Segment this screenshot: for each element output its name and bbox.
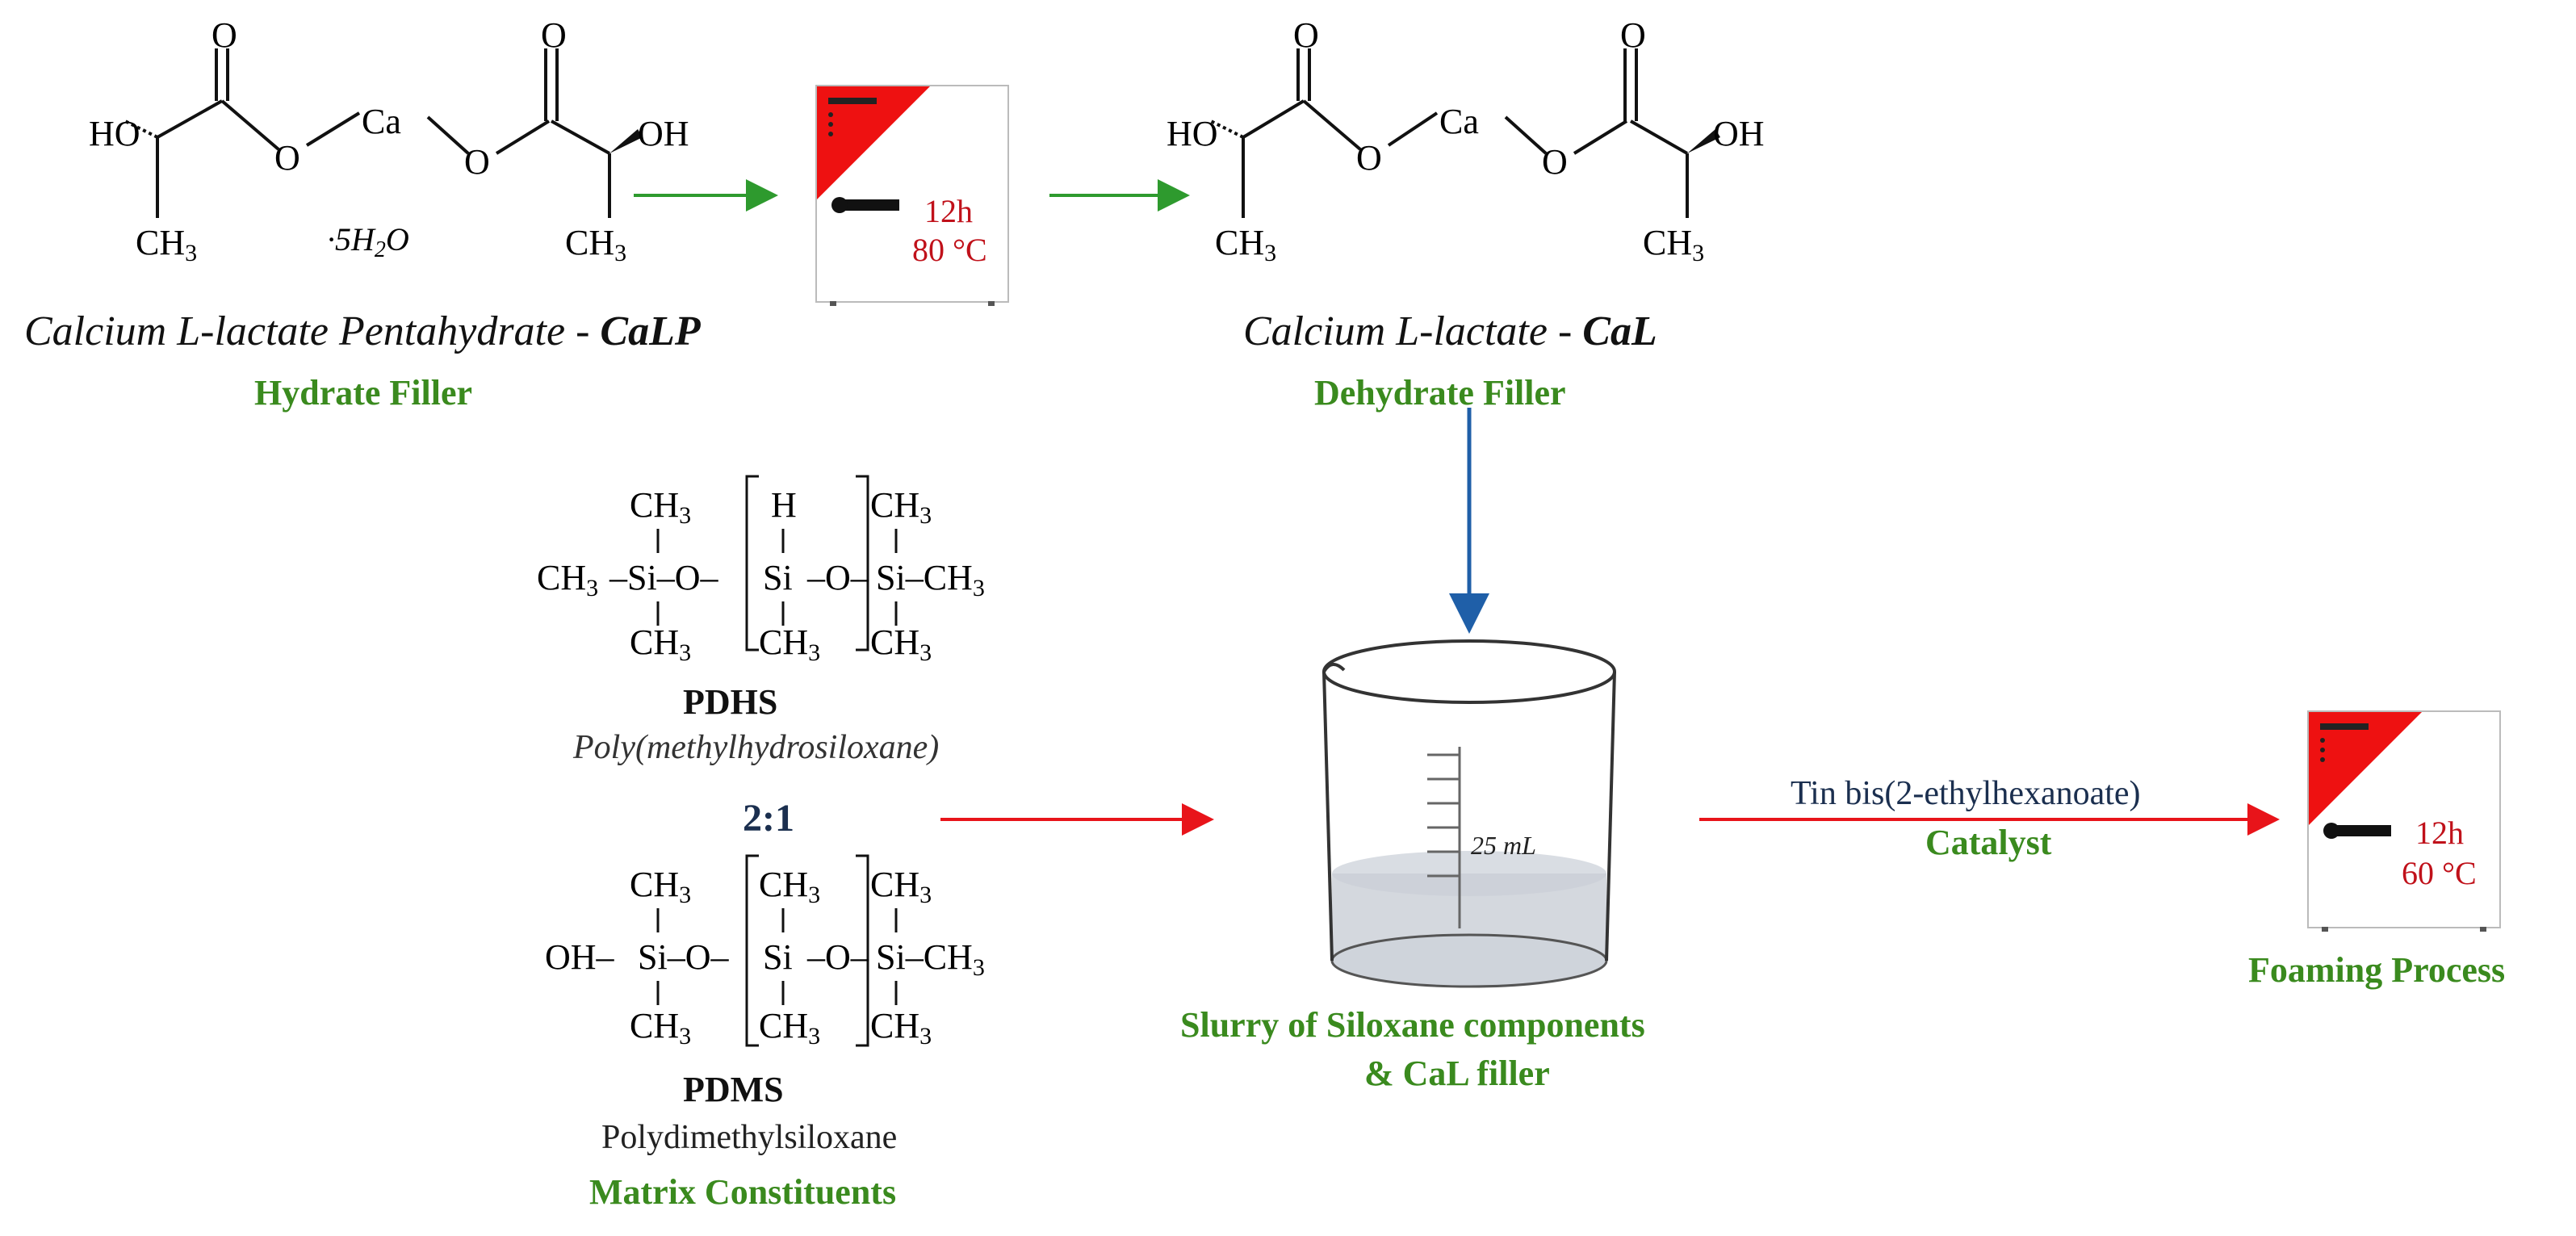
pdhs-mid-o-right: –O– [806,558,869,597]
oven-second-temp: 60 °C [2402,855,2477,891]
pdhs-mid-si: Si [763,558,793,597]
cal-ch3-right: CH3 [1643,223,1704,266]
dehydrate-filler-label: Dehydrate Filler [1314,373,1566,413]
calp-o-bridge-right: O [464,142,490,182]
pdms-bot-ch3-mid: CH3 [759,1006,820,1050]
pdms-top-ch3-mid: CH3 [759,865,820,908]
pdhs-top-h: H [771,485,797,525]
pdhs-bot-ch3-left: CH3 [630,622,691,666]
cal-name: Calcium L-lactate - CaL [1243,308,1657,354]
pdms-mid-o-right: –O– [806,937,869,977]
slurry-label-line1: Slurry of Siloxane components [1180,1005,1645,1045]
oven-first-time: 12h [924,193,973,229]
pdms-mid-si-ch3: Si–CH3 [876,937,985,981]
hydrate-filler-label: Hydrate Filler [254,373,473,413]
pdms-bot-ch3-left: CH3 [630,1006,691,1050]
catalyst-name: Tin bis(2-ethylhexanoate) [1791,775,2141,812]
cal-ch3-left: CH3 [1215,223,1276,266]
pdhs-mid-si-ch3: Si–CH3 [876,558,985,601]
pdms-bot-ch3-right: CH3 [870,1006,932,1050]
matrix-constituents-label: Matrix Constituents [589,1172,897,1212]
pdhs-bot-ch3-right: CH3 [870,622,932,666]
cal-ho: HO [1167,114,1218,153]
calp-oh: OH [638,114,689,153]
pdms-full-name: Polydimethylsiloxane [601,1119,898,1156]
catalyst-label: Catalyst [1925,823,2052,862]
pdms-mid-si: Si [763,937,793,977]
pdhs-top-ch3-right: CH3 [870,485,932,529]
calp-o-top-right: O [541,15,567,55]
calp-ca: Ca [362,102,401,141]
pdhs-mid-ch3: CH3 [537,558,598,601]
oven-icon-second [2307,710,2501,932]
pdhs-full-name: Poly(methylhydrosiloxane) [573,729,940,766]
cal-o-top-left: O [1293,15,1319,55]
cal-o-top-right: O [1620,15,1646,55]
oven-icon-first [815,85,1009,306]
calp-ch3-left: CH3 [136,223,197,266]
beaker-icon [1322,639,1616,988]
pdhs-label: PDHS [683,682,778,722]
oven-second-time: 12h [2415,815,2464,851]
cal-o-bridge-right: O [1542,142,1568,182]
calp-o-top-left: O [212,15,237,55]
oven-first-temp: 80 °C [912,232,987,268]
beaker-volume: 25 mL [1471,831,1536,860]
pdms-top-ch3-right: CH3 [870,865,932,908]
slurry-label-line2: & CaL filler [1364,1054,1550,1093]
pdms-top-ch3-left: CH3 [630,865,691,908]
calp-hydrate: ·5H2O [327,221,409,262]
pdhs-top-ch3-left: CH3 [630,485,691,529]
pdhs-bot-ch3-mid: CH3 [759,622,820,666]
calp-ho: HO [89,114,140,153]
calp-name: Calcium L-lactate Pentahydrate - CaLP [24,308,701,354]
cal-oh: OH [1713,114,1765,153]
calp-ch3-right: CH3 [565,223,626,266]
cal-ca: Ca [1439,102,1479,141]
pdhs-mid-si-o-left: –Si–O– [609,558,718,597]
foaming-process-label: Foaming Process [2248,950,2506,990]
calp-o-bridge-left: O [274,138,300,178]
ratio-label: 2:1 [743,797,794,840]
cal-o-bridge-left: O [1356,138,1382,178]
pdms-mid-si-o-left: Si–O– [638,937,729,977]
pdms-label: PDMS [683,1070,784,1109]
pdms-mid-oh: OH– [545,937,615,977]
